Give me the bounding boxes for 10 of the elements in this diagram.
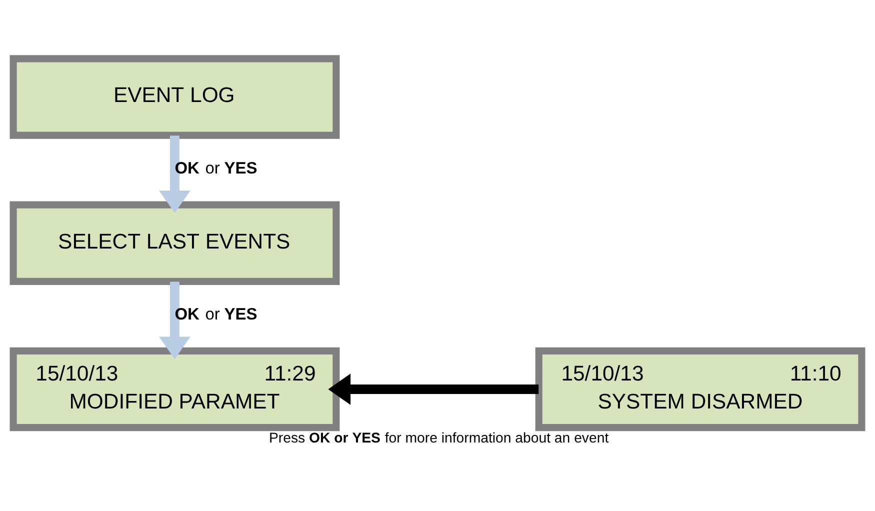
arrow bbox=[159, 282, 190, 360]
node-box: 15/10/13 11:29 MODIFIED PARAMET bbox=[10, 347, 340, 432]
edge-label: OK or YES bbox=[174, 305, 258, 324]
node-box: 15/10/13 11:10 SYSTEM DISARMED bbox=[535, 347, 866, 432]
arrow bbox=[159, 136, 190, 213]
node-box: SELECT LAST EVENTS bbox=[10, 201, 340, 285]
node-box: EVENT LOG bbox=[10, 55, 340, 139]
arrow bbox=[328, 374, 539, 405]
caption: Press OK or YES for more information about an event bbox=[268, 429, 609, 446]
edge-label: OK or YES bbox=[174, 159, 258, 178]
